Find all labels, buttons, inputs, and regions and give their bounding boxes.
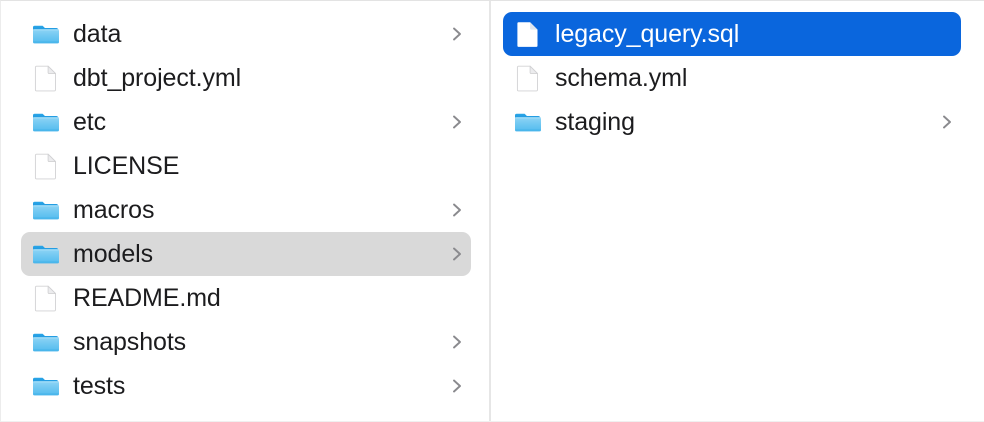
item-label: schema.yml xyxy=(555,64,688,92)
folder-row[interactable]: etc xyxy=(21,100,471,144)
chevron-right-icon[interactable] xyxy=(449,200,465,220)
file-icon xyxy=(34,285,56,312)
folder-row[interactable]: data xyxy=(21,12,471,56)
folder-icon xyxy=(33,113,59,132)
file-row[interactable]: LICENSE xyxy=(21,144,471,188)
file-row[interactable]: legacy_query.sql xyxy=(503,12,961,56)
file-row[interactable]: README.md xyxy=(21,276,471,320)
item-label: etc xyxy=(73,108,107,136)
item-label: snapshots xyxy=(73,328,187,356)
folder-row[interactable]: snapshots xyxy=(21,320,471,364)
file-icon xyxy=(517,22,538,47)
file-row[interactable]: schema.yml xyxy=(503,56,961,100)
chevron-right-icon[interactable] xyxy=(449,376,465,396)
item-label: LICENSE xyxy=(73,152,180,180)
item-label: README.md xyxy=(73,284,221,312)
folder-row[interactable]: staging xyxy=(503,100,961,144)
chevron-right-icon[interactable] xyxy=(449,24,465,44)
item-label: staging xyxy=(555,108,635,136)
folder-icon xyxy=(33,333,59,352)
item-label: data xyxy=(73,20,122,48)
chevron-right-icon[interactable] xyxy=(449,244,465,264)
file-icon xyxy=(34,153,56,180)
chevron-right-icon[interactable] xyxy=(939,112,955,132)
item-label: tests xyxy=(73,372,126,400)
file-row[interactable]: dbt_project.yml xyxy=(21,56,471,100)
finder-column-child: legacy_query.sql schema.yml staging xyxy=(491,1,983,421)
folder-row[interactable]: models xyxy=(21,232,471,276)
item-label: legacy_query.sql xyxy=(555,20,740,48)
folder-icon xyxy=(33,201,59,220)
chevron-right-icon[interactable] xyxy=(449,112,465,132)
chevron-right-icon[interactable] xyxy=(449,332,465,352)
folder-icon xyxy=(33,25,59,44)
folder-row[interactable]: macros xyxy=(21,188,471,232)
folder-row[interactable]: tests xyxy=(21,364,471,408)
folder-icon xyxy=(515,113,541,132)
file-icon xyxy=(516,65,538,92)
item-label: macros xyxy=(73,196,155,224)
folder-icon xyxy=(33,245,59,264)
folder-icon xyxy=(33,377,59,396)
item-label: dbt_project.yml xyxy=(73,64,242,92)
file-icon xyxy=(34,65,56,92)
item-label: models xyxy=(73,240,153,268)
